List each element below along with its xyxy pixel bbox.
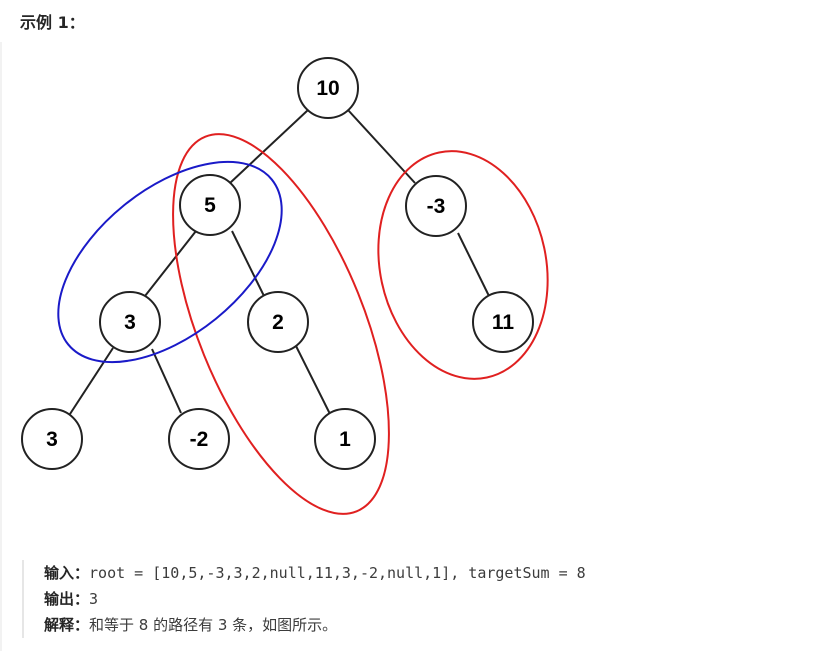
tree-nodes: 10 5 -3 3 2 11 3 -2 bbox=[21, 57, 534, 470]
input-label: 输入： bbox=[44, 564, 90, 582]
edge-2-1 bbox=[295, 345, 331, 415]
node-label-3-left: 3 bbox=[124, 311, 136, 334]
output-value: 3 bbox=[89, 590, 99, 608]
edge-5-3 bbox=[144, 230, 197, 297]
explanation-label: 解释： bbox=[44, 616, 90, 634]
node-label-11: 11 bbox=[492, 311, 515, 334]
explanation-value: 和等于 8 的路径有 3 条，如图所示。 bbox=[89, 616, 338, 634]
node-label-5: 5 bbox=[204, 194, 216, 217]
edge-3-3 bbox=[69, 347, 114, 415]
example-io-block: 输入：root = [10,5,-3,3,2,null,11,3,-2,null… bbox=[22, 560, 834, 638]
tree-node-3-bottom: 3 bbox=[21, 408, 83, 470]
tree-node-2: 2 bbox=[247, 291, 309, 353]
binary-tree-diagram: 10 5 -3 3 2 11 3 -2 bbox=[21, 57, 549, 515]
edge-minus3-11 bbox=[457, 232, 490, 297]
tree-node-minus3: -3 bbox=[405, 175, 467, 237]
output-label: 输出： bbox=[44, 590, 90, 608]
tree-node-3-left: 3 bbox=[99, 291, 161, 353]
input-line: 输入：root = [10,5,-3,3,2,null,11,3,-2,null… bbox=[44, 560, 834, 586]
example-heading: 示例 1： bbox=[20, 13, 85, 32]
explanation-line: 解释：和等于 8 的路径有 3 条，如图所示。 bbox=[44, 612, 834, 638]
tree-node-1: 1 bbox=[314, 408, 376, 470]
tree-node-11: 11 bbox=[472, 291, 534, 353]
content-left-rule bbox=[0, 42, 2, 651]
path-highlights bbox=[57, 133, 549, 515]
node-label-3-bottom: 3 bbox=[46, 428, 58, 451]
edge-10-minus3 bbox=[347, 109, 416, 184]
path-ellipse-red-5-2-1 bbox=[172, 133, 390, 515]
tree-node-minus2: -2 bbox=[168, 408, 230, 470]
node-label-minus2: -2 bbox=[190, 428, 209, 451]
edge-5-2 bbox=[231, 230, 265, 297]
edge-3-minus2 bbox=[151, 348, 182, 414]
node-label-1: 1 bbox=[339, 428, 351, 451]
path-ellipse-red-minus3-11 bbox=[377, 150, 549, 380]
tree-node-10: 10 bbox=[297, 57, 359, 119]
output-line: 输出：3 bbox=[44, 586, 834, 612]
node-label-minus3: -3 bbox=[427, 195, 446, 218]
input-value: root = [10,5,-3,3,2,null,11,3,-2,null,1]… bbox=[89, 564, 586, 582]
path-ellipse-blue-5-3 bbox=[57, 160, 283, 364]
edge-10-5 bbox=[229, 109, 309, 184]
tree-node-5: 5 bbox=[179, 174, 241, 236]
node-label-2: 2 bbox=[272, 311, 284, 334]
tree-edges bbox=[69, 109, 490, 415]
node-label-10: 10 bbox=[316, 77, 339, 100]
